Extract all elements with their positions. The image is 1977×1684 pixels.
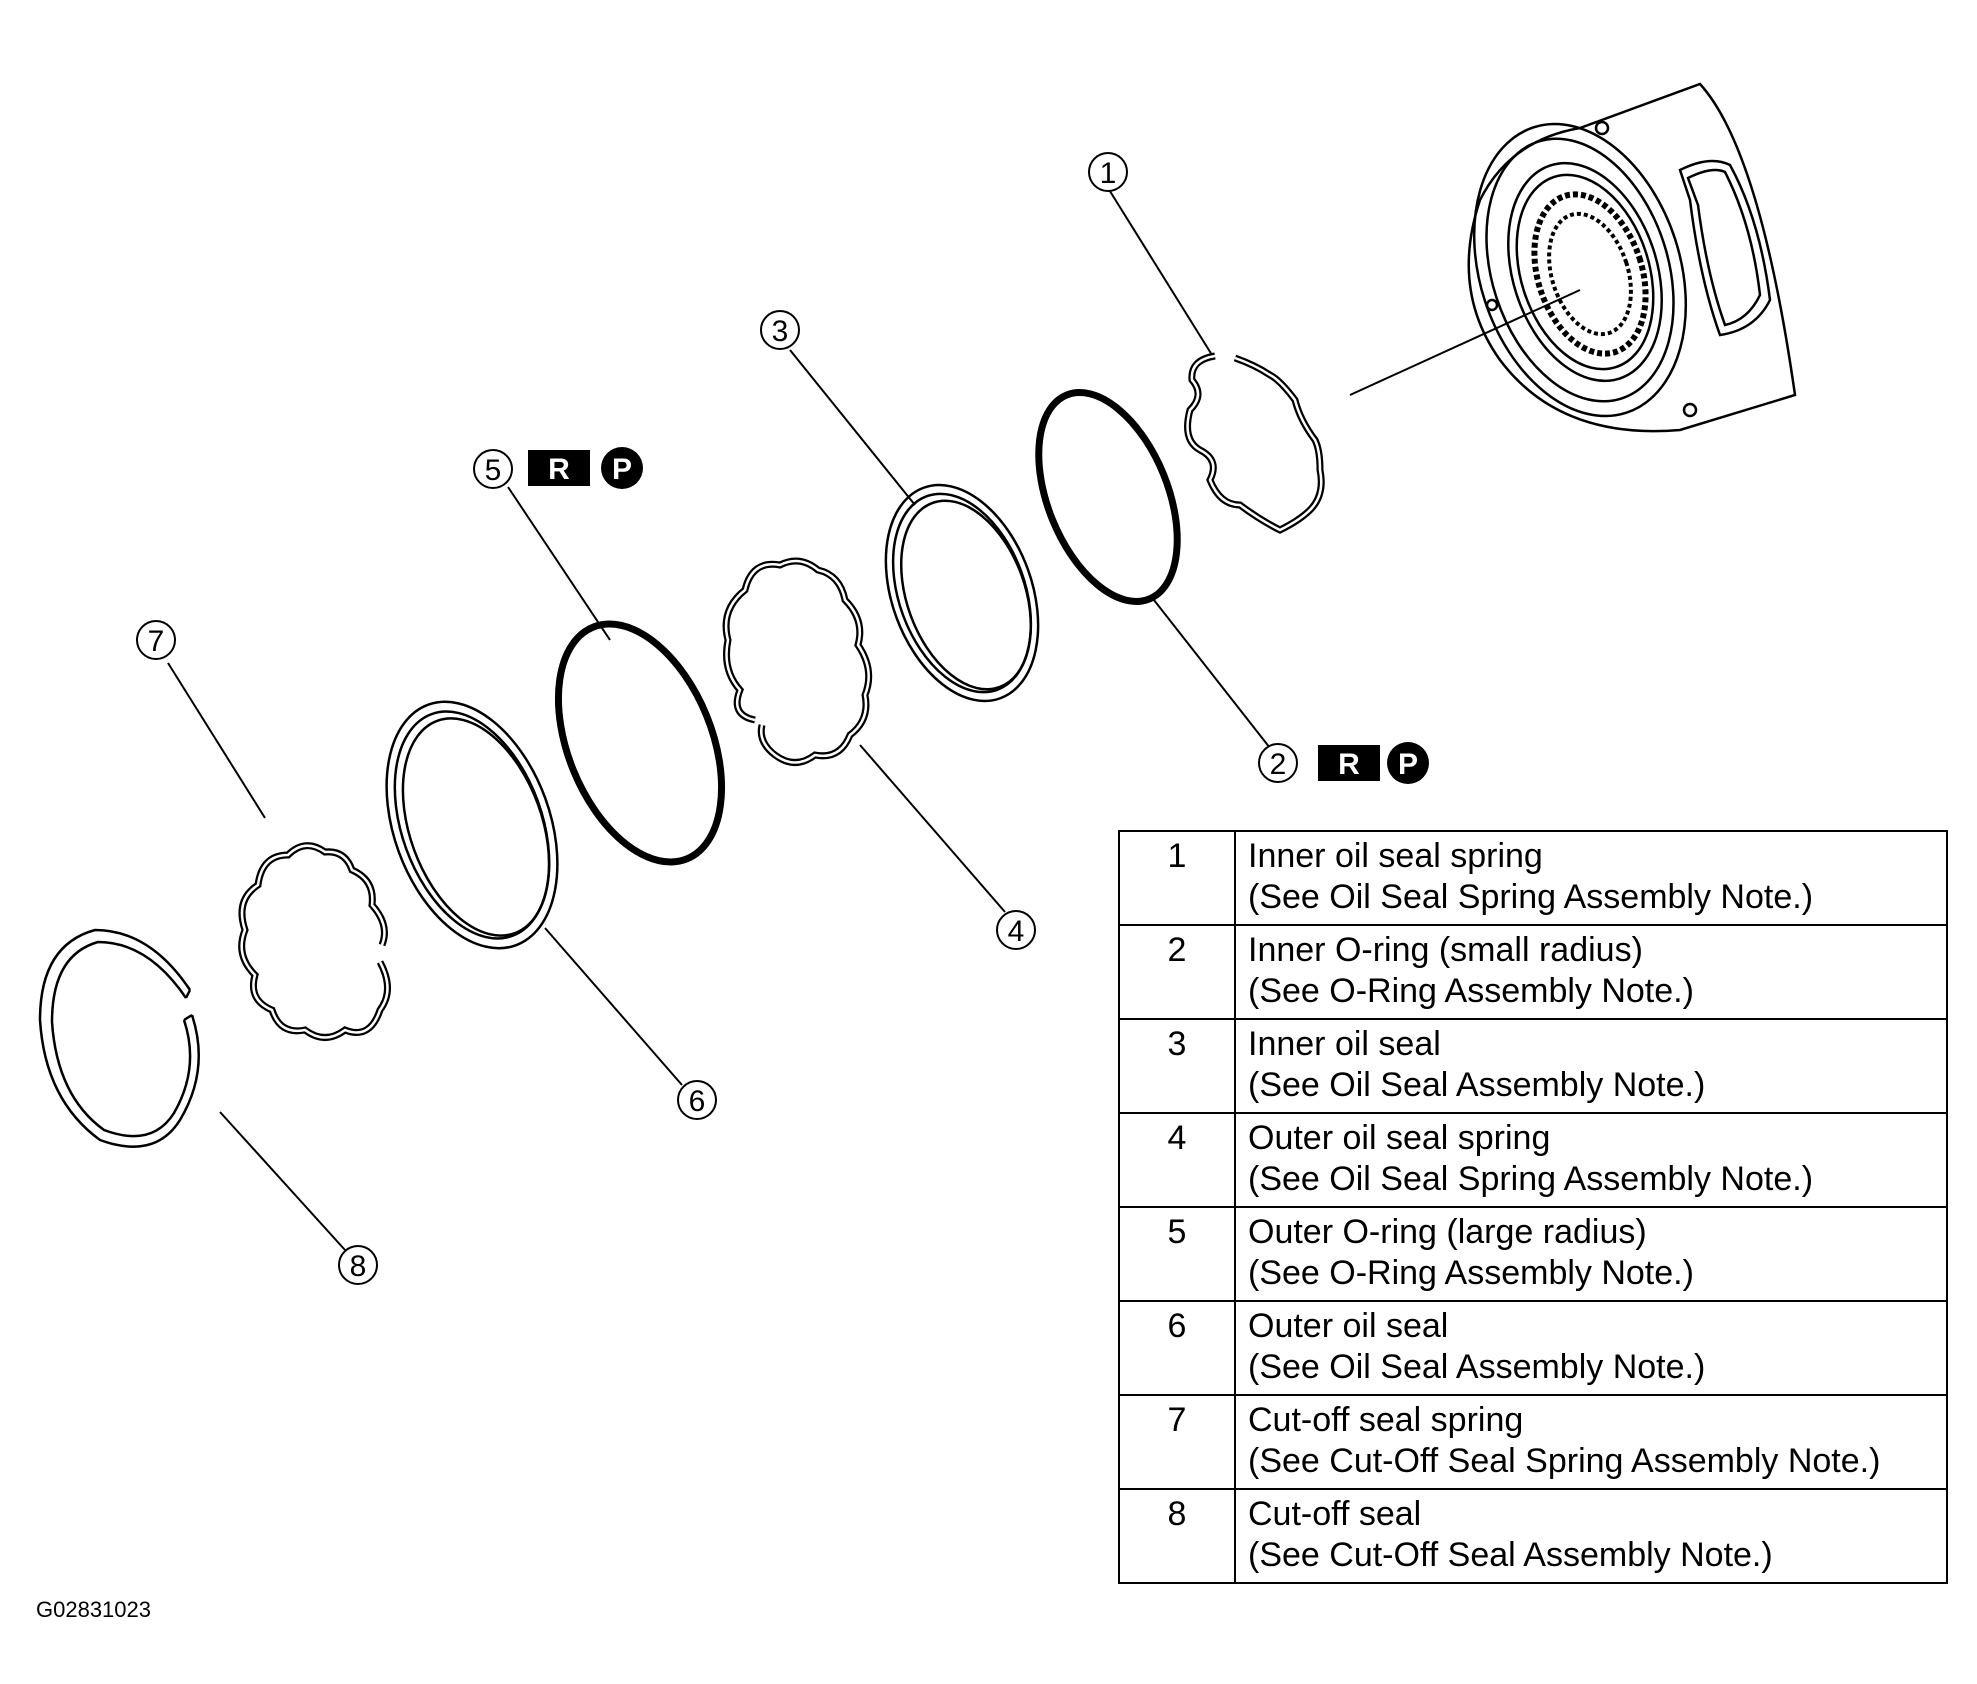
legend-description: Cut-off seal (See Cut-Off Seal Assembly … (1234, 1488, 1948, 1584)
legend-part-name: Inner O-ring (small radius) (1248, 931, 1643, 969)
legend-number: 7 (1118, 1394, 1236, 1490)
legend-description: Inner O-ring (small radius) (See O-Ring … (1234, 924, 1948, 1020)
legend-part-name: Outer oil seal spring (1248, 1119, 1551, 1157)
svg-text:3: 3 (772, 315, 789, 348)
legend-description: Outer O-ring (large radius) (See O-Ring … (1234, 1206, 1948, 1302)
svg-text:P: P (612, 453, 632, 486)
callout-7: 7 (136, 620, 176, 660)
svg-text:R: R (548, 453, 570, 486)
callout-6: 6 (677, 1080, 717, 1120)
legend-row: 1 Inner oil seal spring (See Oil Seal Sp… (1118, 830, 1948, 926)
svg-text:5: 5 (485, 454, 502, 487)
part-8-cut-off-seal (38, 928, 200, 1148)
legend-number: 1 (1118, 830, 1236, 926)
legend-row: 4 Outer oil seal spring (See Oil Seal Sp… (1118, 1112, 1948, 1208)
leader-lines (167, 187, 1581, 1251)
svg-text:P: P (1398, 748, 1418, 781)
legend-note: (See Oil Seal Spring Assembly Note.) (1248, 1160, 1814, 1198)
part-badge-5: P (601, 447, 643, 489)
legend-note: (See Oil Seal Assembly Note.) (1248, 1066, 1706, 1104)
part-badge-2: P (1387, 742, 1429, 784)
legend-number: 3 (1118, 1018, 1236, 1114)
part-5-outer-o-ring (554, 620, 726, 866)
callout-2: 2 (1258, 743, 1298, 783)
legend-note: (See Oil Seal Spring Assembly Note.) (1248, 878, 1814, 916)
legend-row: 6 Outer oil seal (See Oil Seal Assembly … (1118, 1300, 1948, 1396)
part-2-inner-o-ring (1035, 389, 1181, 605)
legend-row: 2 Inner O-ring (small radius) (See O-Rin… (1118, 924, 1948, 1020)
svg-text:6: 6 (689, 1085, 706, 1118)
legend-part-name: Cut-off seal spring (1248, 1401, 1524, 1439)
legend-number: 2 (1118, 924, 1236, 1020)
svg-text:R: R (1338, 748, 1360, 781)
figure-code: G02831023 (36, 1597, 151, 1622)
legend-description: Cut-off seal spring (See Cut-Off Seal Sp… (1234, 1394, 1948, 1490)
part-1-inner-oil-seal-spring (1184, 352, 1325, 534)
callout-4: 4 (996, 910, 1036, 950)
svg-text:4: 4 (1008, 915, 1025, 948)
parts-legend-table: 1 Inner oil seal spring (See Oil Seal Sp… (1118, 830, 1948, 1584)
legend-part-name: Outer oil seal (1248, 1307, 1449, 1345)
legend-row: 3 Inner oil seal (See Oil Seal Assembly … (1118, 1018, 1948, 1114)
legend-number: 4 (1118, 1112, 1236, 1208)
legend-description: Inner oil seal spring (See Oil Seal Spri… (1234, 830, 1948, 926)
legend-number: 6 (1118, 1300, 1236, 1396)
legend-part-name: Inner oil seal spring (1248, 837, 1543, 875)
svg-text:8: 8 (350, 1250, 367, 1283)
legend-description: Outer oil seal spring (See Oil Seal Spri… (1234, 1112, 1948, 1208)
svg-text:1: 1 (1100, 157, 1117, 190)
legend-number: 8 (1118, 1488, 1236, 1584)
svg-text:2: 2 (1270, 748, 1287, 781)
legend-note: (See O-Ring Assembly Note.) (1248, 972, 1694, 1010)
part-4-outer-oil-seal-spring (722, 557, 873, 766)
legend-note: (See Cut-Off Seal Assembly Note.) (1248, 1536, 1773, 1574)
legend-part-name: Outer O-ring (large radius) (1248, 1213, 1647, 1251)
replace-badge-2: R (1318, 745, 1380, 781)
rotor-part (1467, 82, 1797, 433)
callout-8: 8 (338, 1245, 378, 1285)
legend-row: 7 Cut-off seal spring (See Cut-Off Seal … (1118, 1394, 1948, 1490)
legend-note: (See Cut-Off Seal Spring Assembly Note.) (1248, 1442, 1881, 1480)
callout-1: 1 (1088, 152, 1128, 192)
svg-text:7: 7 (148, 625, 165, 658)
legend-part-name: Inner oil seal (1248, 1025, 1441, 1063)
legend-number: 5 (1118, 1206, 1236, 1302)
legend-note: (See Oil Seal Assembly Note.) (1248, 1348, 1706, 1386)
legend-row: 5 Outer O-ring (large radius) (See O-Rin… (1118, 1206, 1948, 1302)
legend-description: Inner oil seal (See Oil Seal Assembly No… (1234, 1018, 1948, 1114)
callout-3: 3 (760, 310, 800, 350)
part-6-outer-oil-seal (385, 700, 559, 950)
replace-badge-5: R (528, 450, 590, 486)
legend-note: (See O-Ring Assembly Note.) (1248, 1254, 1694, 1292)
part-3-inner-oil-seal (884, 483, 1040, 703)
callout-5: 5 (473, 449, 513, 489)
part-7-cut-off-seal-spring (238, 842, 391, 1041)
legend-row: 8 Cut-off seal (See Cut-Off Seal Assembl… (1118, 1488, 1948, 1584)
legend-part-name: Cut-off seal (1248, 1495, 1422, 1533)
legend-description: Outer oil seal (See Oil Seal Assembly No… (1234, 1300, 1948, 1396)
